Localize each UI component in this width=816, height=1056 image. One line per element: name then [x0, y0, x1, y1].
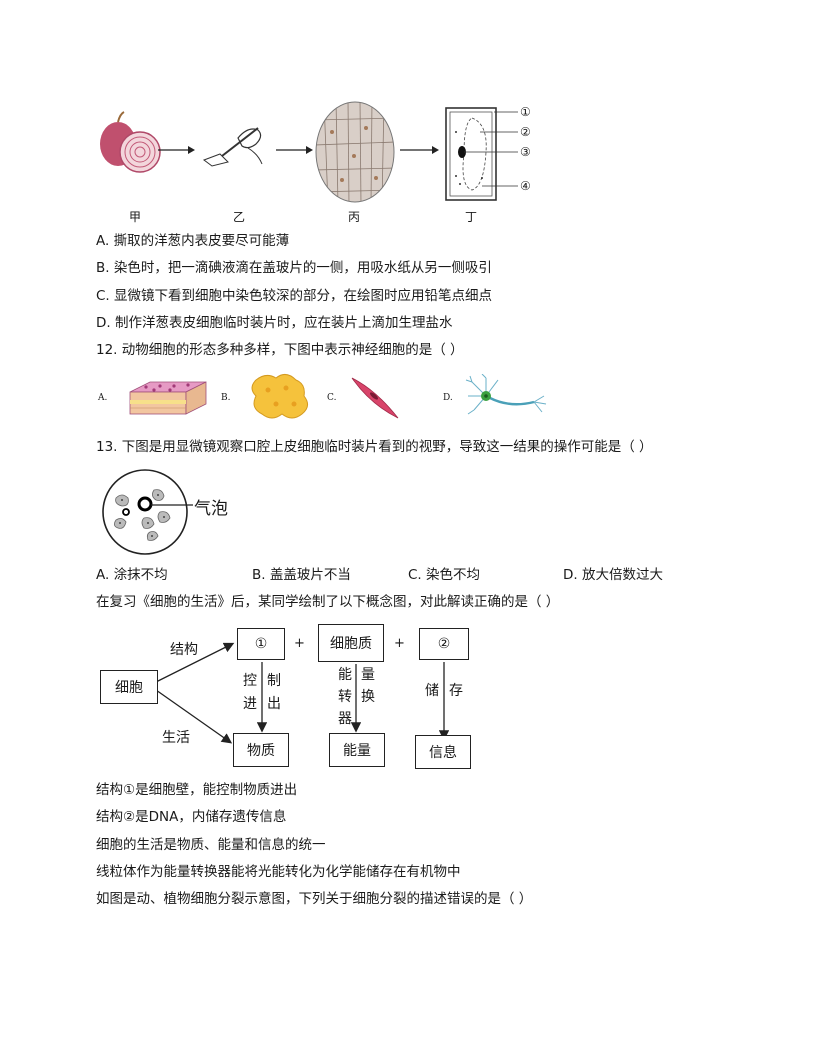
- control-char-2: 制: [267, 673, 281, 689]
- cell-marker-1: ①: [520, 105, 531, 119]
- fat-cells-image: [251, 374, 308, 419]
- q13-stem: 13. 下图是用显微镜观察口腔上皮细胞临时装片看到的视野，导致这一结果的操作可能…: [96, 439, 653, 455]
- q13-option-c: C. 染色不均: [408, 567, 481, 583]
- store-char-1: 储: [425, 683, 439, 699]
- q12-option-a-letter: A.: [98, 393, 108, 403]
- energy-converter-char-1: 能: [338, 667, 352, 683]
- structure-1-box: ①: [237, 628, 285, 660]
- figure-label-yi: 乙: [232, 210, 245, 224]
- q12-option-c-letter: C.: [327, 393, 337, 403]
- control-char-1: 控: [243, 673, 257, 689]
- q11-option-c: C. 显微镜下看到细胞中染色较深的部分，在绘图时应用铅笔点细点: [96, 288, 493, 304]
- q13-option-b: B. 盖盖玻片不当: [252, 567, 351, 583]
- neuron-image: [465, 374, 547, 415]
- q14-option-a: 结构①是细胞壁，能控制物质进出: [96, 782, 298, 798]
- q12-option-d-letter: D.: [443, 393, 453, 403]
- energy-box: 能量: [329, 733, 385, 767]
- plus-sign-1: +: [294, 636, 305, 651]
- q12-stem: 12. 动物细胞的形态多种多样，下图中表示神经细胞的是（ ）: [96, 342, 464, 358]
- plus-sign-2: +: [394, 636, 405, 651]
- onion-image: [100, 111, 161, 173]
- life-label: 生活: [162, 730, 190, 746]
- plant-cell-diagram: [445, 107, 518, 201]
- cell-box: 细胞: [100, 670, 158, 704]
- arrow-icon: [400, 146, 439, 154]
- q11-figure: ① ② ③ ④: [96, 100, 546, 230]
- energy-converter-char-4: 换: [361, 689, 375, 705]
- q13-option-a: A. 涂抹不均: [96, 567, 168, 583]
- structure-2-box: ②: [419, 628, 469, 660]
- q15-stem: 如图是动、植物细胞分裂示意图，下列关于细胞分裂的描述错误的是（ ）: [96, 891, 533, 907]
- cytoplasm-box: 细胞质: [318, 624, 384, 662]
- store-char-2: 存: [449, 683, 463, 699]
- arrow-icon: [276, 146, 313, 154]
- concept-map: 细胞 结构 生活 ① + 细胞质 + ② 控 制 进 出 能 量 转 换 器 储…: [96, 620, 496, 780]
- cell-marker-3: ③: [520, 145, 531, 159]
- energy-converter-char-2: 量: [361, 667, 375, 683]
- q14-option-b: 结构②是DNA，内储存遗传信息: [96, 809, 287, 825]
- onion-cells-micrograph: [315, 101, 395, 203]
- structure-label: 结构: [170, 642, 198, 658]
- control-char-3: 进: [243, 696, 257, 712]
- q14-option-d: 线粒体作为能量转换器能将光能转化为化学能储存在有机物中: [96, 864, 461, 880]
- cell-marker-2: ②: [520, 125, 531, 139]
- figure-label-ding: 丁: [464, 210, 477, 224]
- microscope-field-of-view: [102, 469, 193, 555]
- info-box: 信息: [415, 735, 471, 769]
- concept-map-arrows: [155, 642, 450, 744]
- figure-label-bing: 丙: [347, 210, 360, 224]
- q11-option-d: D. 制作洋葱表皮细胞临时装片时，应在装片上滴加生理盐水: [96, 315, 453, 331]
- epithelial-tissue-image: [129, 381, 207, 415]
- q11-option-b: B. 染色时，把一滴碘液滴在盖玻片的一侧，用吸水纸从另一侧吸引: [96, 260, 492, 276]
- q12-option-b-letter: B.: [221, 393, 231, 403]
- q13-option-d: D. 放大倍数过大: [563, 567, 663, 583]
- energy-converter-char-3: 转: [338, 689, 352, 705]
- tweezers-hand-image: [202, 127, 263, 167]
- smooth-muscle-cell-image: [351, 377, 399, 419]
- bubble-label: 气泡: [194, 499, 228, 519]
- arrow-icon: [158, 146, 195, 154]
- q11-option-a: A. 撕取的洋葱内表皮要尽可能薄: [96, 233, 290, 249]
- cell-marker-4: ④: [520, 179, 531, 193]
- control-char-4: 出: [267, 696, 281, 712]
- energy-converter-char-5: 器: [338, 711, 352, 727]
- figure-label-jia: 甲: [128, 210, 141, 224]
- q14-option-c: 细胞的生活是物质、能量和信息的统一: [96, 837, 326, 853]
- matter-box: 物质: [233, 733, 289, 767]
- q14-stem: 在复习《细胞的生活》后，某同学绘制了以下概念图，对此解读正确的是（ ）: [96, 594, 560, 610]
